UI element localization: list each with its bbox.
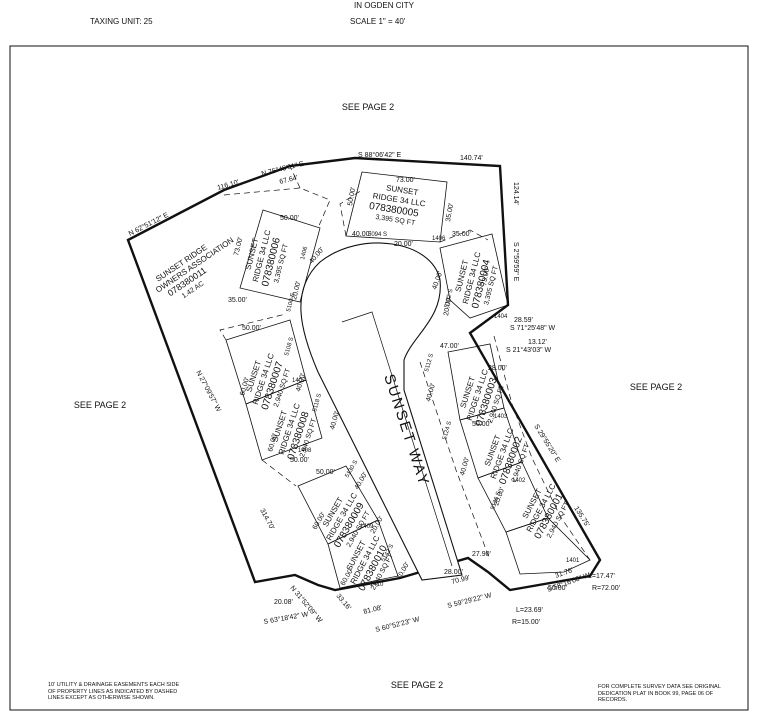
dim-73-lot6: 73.00' — [233, 236, 244, 256]
bearing-east2: S 71°25'48" W — [510, 324, 556, 332]
bearing-s2-dist: 70.99' — [451, 575, 471, 586]
street-centerline — [341, 311, 453, 567]
dim-20-lot6: 20.00' — [291, 280, 302, 300]
parcel-labels: SUNSET RIDGE OWNERS ASSOCIATION 07838001… — [154, 181, 576, 596]
bearing-nw: N 62°51'12" E — [127, 211, 170, 238]
see-page-right[interactable]: SEE PAGE 2 — [630, 382, 682, 392]
dim-50-lot6: 50.00' — [280, 215, 299, 222]
address-5112: 5112 S — [424, 353, 435, 373]
dim-28-lot3: 28.00' — [488, 365, 507, 372]
dim-50-lot7: 50.00' — [242, 325, 261, 332]
bearing-nw-dist: 116.10' — [217, 179, 240, 192]
dim-35-lot4: 35.00' — [452, 231, 471, 238]
dim-50-lot5: 50.00' — [347, 187, 357, 207]
parcel-078380001[interactable]: SUNSET RIDGE 34 LLC 078380001 2,940 SQ F… — [515, 477, 576, 544]
dim-73-lot5: 73.00' — [396, 177, 415, 184]
dim-40-lot7: 40.00' — [295, 372, 307, 392]
bearing-east1-dist: 124.14' — [512, 182, 519, 205]
see-page-bottom[interactable]: SEE PAGE 2 — [391, 680, 443, 690]
bearing-n1-dist: 67.64' — [279, 175, 299, 186]
address-5118: 5118 S — [312, 393, 323, 413]
bearing-east2-dist: 28.59' — [514, 317, 533, 324]
easement-note: 10' UTILITY & DRAINAGE EASEMENTS EACH SI… — [48, 682, 180, 701]
address-5094: 5094 S — [368, 232, 387, 238]
address-1404: 1404 — [494, 314, 508, 320]
map-frame — [9, 45, 749, 711]
dim-50-lot8: 50.00' — [290, 457, 309, 464]
address-5102: 5102 S — [444, 289, 454, 309]
lot-lines — [225, 171, 591, 589]
dim-40-lot2: 40.00' — [459, 456, 471, 476]
parcel-078380006[interactable]: SUNSET RIDGE 34 LLC 078380006 3,395 SQ F… — [241, 226, 292, 289]
dim-40-lot5: 40.00' — [352, 231, 371, 238]
city-label: IN OGDEN CITY — [354, 1, 415, 10]
parcel-078380009[interactable]: SUNSET RIDGE 34 LLC 078380009 2,940 SQ F… — [315, 486, 377, 554]
bearing-sw1-dist: 33.16' — [334, 593, 351, 612]
dim-50-lot1: 50.00' — [548, 585, 567, 592]
bearing-east1: S 2°59'59" E — [512, 242, 520, 282]
address-1403: 1403 — [494, 414, 508, 420]
address-5108: 5108 S — [284, 337, 295, 357]
curve1-radius: R=72.00' — [592, 585, 620, 592]
dim-20-lot5: 20.00' — [394, 241, 413, 248]
dim-60-lot8: 60.00' — [267, 432, 279, 452]
bearing-east4: S 29°55'20" E — [532, 423, 562, 464]
dim-20-lot4: 20.00' — [443, 297, 453, 317]
sunset-way-street — [300, 242, 463, 581]
bearing-west: N 27°09'57" W — [194, 369, 223, 413]
bearing-sw2-dist: 20.08' — [274, 599, 293, 606]
easement-lines — [219, 165, 591, 561]
curve1-length: L=17.47' — [588, 573, 615, 580]
address-1408-lot6: 1406 — [300, 245, 309, 260]
address-1409: 1409 — [360, 524, 374, 530]
address-1402: 1402 — [512, 478, 526, 484]
curve2-length: L=23.69' — [516, 607, 543, 614]
dim-50-lot9: 50.00' — [316, 469, 335, 476]
bearing-s1-dist: 81.08' — [363, 605, 383, 616]
bearing-west-dist: 314.70' — [258, 508, 275, 531]
dim-40-lot9: 40.00' — [354, 471, 369, 491]
taxing-unit-label: TAXING UNIT: 25 — [90, 17, 153, 26]
bearing-east3-dist: 13.12' — [528, 339, 547, 346]
address-5124: 5124 S — [442, 421, 453, 441]
address-1406-lot5: 1406 — [432, 236, 446, 242]
dim-73-lot4: 73.00' — [481, 267, 491, 287]
address-1401: 1401 — [566, 558, 580, 564]
dim-35-lot5: 35.00' — [445, 203, 455, 223]
address-1408: 1408 — [298, 448, 312, 454]
dim-50-lot3: 50.00' — [472, 421, 491, 428]
dim-40-lot3: 40.00' — [425, 382, 437, 402]
address-1410: 1410 — [370, 582, 384, 588]
parcel-078380004[interactable]: SUNSET RIDGE 34 LLC 078380004 3,395 SQ F… — [451, 248, 502, 311]
bearing-s1: S 60°52'23" W — [375, 615, 421, 634]
address-1407: 1407 — [292, 378, 306, 384]
dim-40-lot8: 40.00' — [329, 410, 341, 430]
bearing-s2: S 59°29'22" W — [447, 591, 493, 610]
parcel-078380008[interactable]: SUNSET RIDGE 34 LLC 078380008 2,940 SQ F… — [267, 399, 321, 464]
bearing-sw2: S 63°18'42" W — [263, 610, 309, 626]
dim-35-lot6: 35.00' — [228, 297, 247, 304]
see-page-top[interactable]: SEE PAGE 2 — [342, 102, 394, 112]
bearing-n2: S 88°06'42" E — [358, 151, 402, 159]
dim-47-lot3: 47.00' — [440, 343, 459, 350]
dim-40-lot10: 40.00' — [396, 561, 411, 581]
subdivision-boundary — [126, 156, 602, 592]
address-5100: 5100 S — [286, 293, 296, 313]
survey-note: FOR COMPLETE SURVEY DATA SEE ORIGINAL DE… — [598, 684, 721, 703]
dist-2790: 27.90' — [472, 551, 491, 558]
dist-2800: 28.00' — [444, 569, 463, 576]
parcel-078380005[interactable]: SUNSET RIDGE 34 LLC 078380005 3,395 SQ F… — [367, 181, 428, 228]
parcel-078380010[interactable]: SUNSET RIDGE 34 LLC 078380010 2,940 SQ F… — [339, 529, 400, 596]
scale-label: SCALE 1" = 40' — [350, 17, 406, 26]
curve2-radius: R=15.00' — [512, 619, 540, 626]
bearing-n1: N 75°45'01" E — [261, 160, 306, 178]
bearing-n2-dist: 140.74' — [460, 155, 483, 162]
bearing-east3: S 21°43'03" W — [506, 346, 552, 354]
see-page-left[interactable]: SEE PAGE 2 — [74, 400, 126, 410]
dim-60-lot7: 60.00' — [239, 376, 251, 396]
